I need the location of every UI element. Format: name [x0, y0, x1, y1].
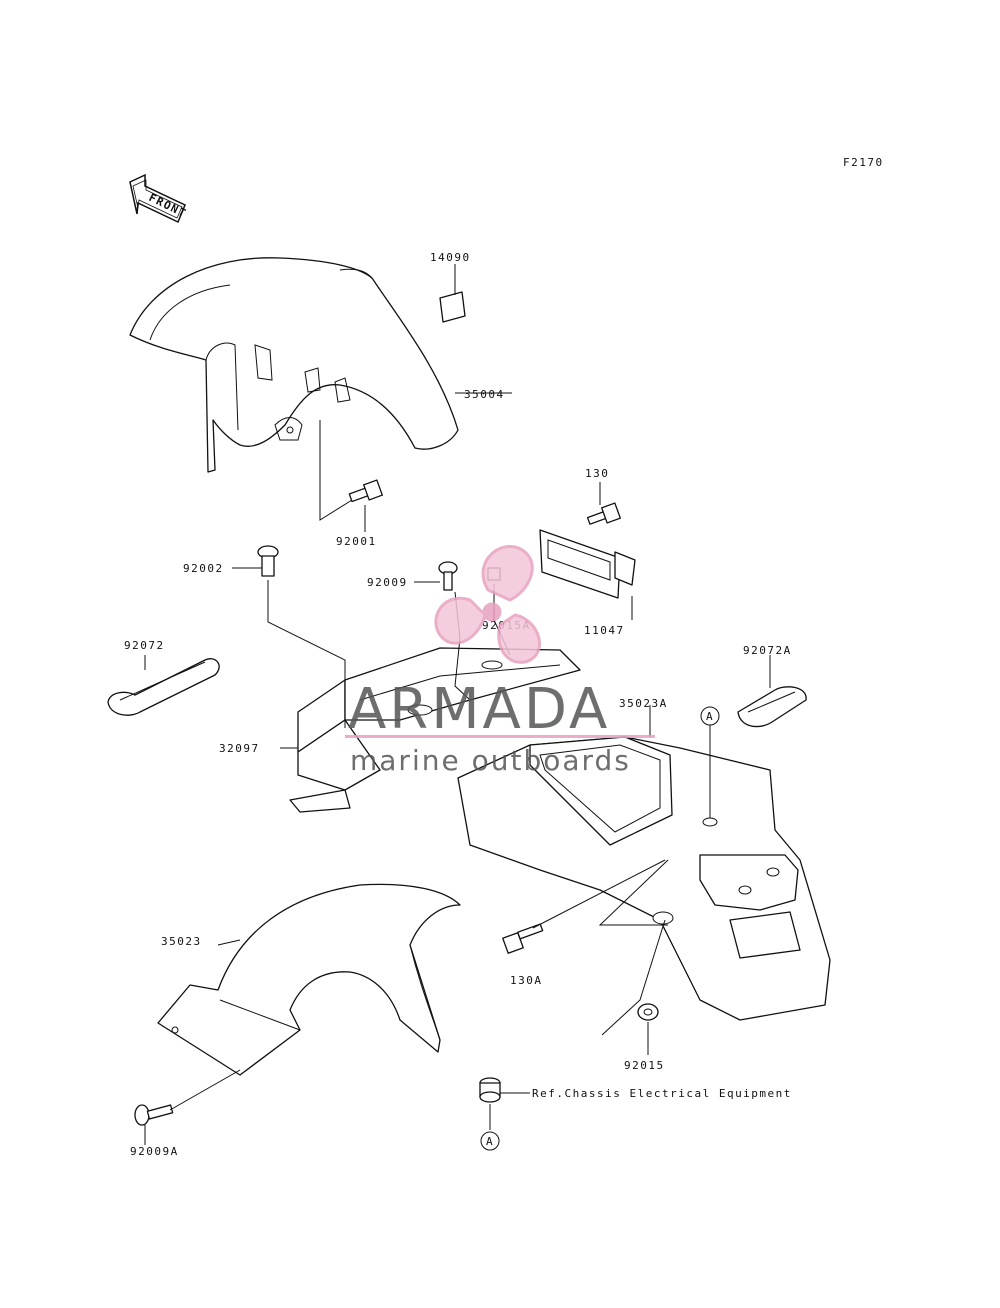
rear-fender-35023[interactable]	[157, 883, 461, 1076]
reference-marker-bottom: A	[480, 1131, 500, 1151]
bolt-130A[interactable]	[502, 923, 544, 954]
label-92072A: 92072A	[743, 644, 792, 657]
bolt-92002[interactable]	[257, 545, 279, 577]
svg-text:A: A	[486, 1135, 494, 1148]
rear-fender-35023A[interactable]	[457, 736, 831, 1021]
case-32097[interactable]	[289, 647, 581, 813]
screw-92009[interactable]	[438, 561, 458, 591]
bolt-92001[interactable]	[348, 479, 383, 503]
label-92001: 92001	[336, 535, 377, 548]
reference-note: Ref.Chassis Electrical Equipment	[532, 1087, 792, 1100]
label-14090: 14090	[430, 251, 471, 264]
reference-grommet[interactable]	[479, 1077, 501, 1103]
label-92009: 92009	[367, 576, 408, 589]
screw-92009A[interactable]	[134, 1104, 174, 1126]
label-130: 130	[585, 467, 609, 480]
label-35023A: 35023A	[619, 697, 668, 710]
label-130A: 130A	[510, 974, 543, 987]
watermark-underline	[345, 735, 655, 738]
label-92009A: 92009A	[130, 1145, 179, 1158]
front-fender-35004[interactable]	[129, 257, 459, 473]
leader-lines	[144, 264, 771, 1145]
label-11047: 11047	[584, 624, 625, 637]
bolt-130[interactable]	[586, 502, 621, 525]
svg-text:A: A	[706, 710, 714, 723]
watermark-tagline: marine outboards	[350, 744, 631, 777]
band-92072A[interactable]	[737, 686, 807, 728]
label-92072: 92072	[124, 639, 165, 652]
armada-watermark: ARMADA marine outboards	[345, 545, 655, 777]
tag-14090[interactable]	[439, 291, 466, 323]
band-92072[interactable]	[107, 658, 220, 716]
bracket-11047[interactable]	[539, 529, 636, 599]
figure-code: F2170	[843, 156, 884, 169]
label-92002: 92002	[183, 562, 224, 575]
front-arrow-icon: FRONT	[129, 173, 189, 224]
watermark-brand: ARMADA	[348, 677, 610, 742]
label-32097: 32097	[219, 742, 260, 755]
propeller-logo-icon	[434, 545, 541, 664]
grommet-92015[interactable]	[637, 1003, 659, 1021]
reference-marker-top: A	[700, 706, 720, 726]
label-35004: 35004	[464, 388, 505, 401]
label-35023: 35023	[161, 935, 202, 948]
label-92015: 92015	[624, 1059, 665, 1072]
